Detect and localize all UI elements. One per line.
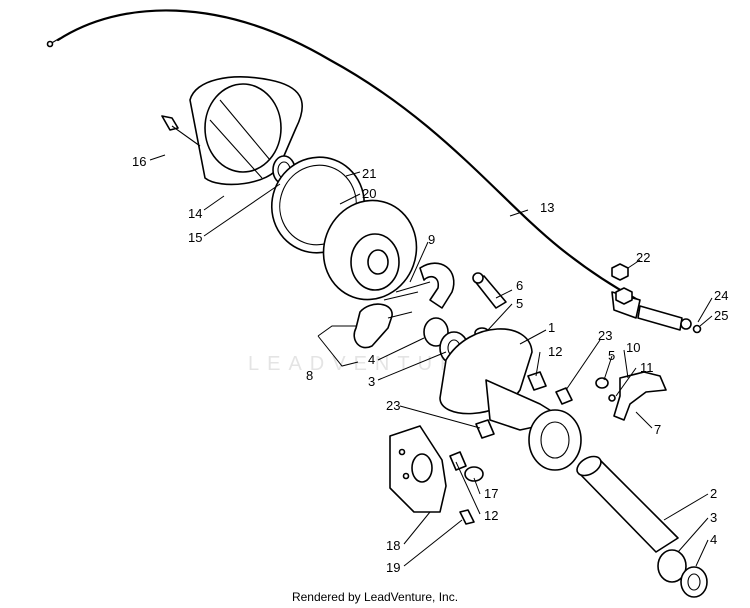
label-9: 9: [428, 232, 435, 247]
label-14: 14: [188, 206, 202, 221]
label-21: 21: [362, 166, 376, 181]
label-4a: 4: [368, 352, 375, 367]
label-3a: 3: [368, 374, 375, 389]
label-3b: 3: [710, 510, 717, 525]
brake-shoe-upper: [383, 262, 455, 309]
brake-shoe-lower: [353, 303, 413, 349]
label-5a: 5: [516, 296, 523, 311]
shoe-group-bracket: [317, 325, 359, 367]
credit-text: Rendered by LeadVenture, Inc.: [291, 590, 459, 604]
brake-cable: [46, 9, 702, 334]
label-19: 19: [386, 560, 400, 575]
label-1: 1: [548, 320, 555, 335]
label-13: 13: [540, 200, 554, 215]
label-25: 25: [714, 308, 728, 323]
label-23b: 23: [386, 398, 400, 413]
label-10: 10: [626, 340, 640, 355]
label-15: 15: [188, 230, 202, 245]
label-11: 11: [640, 360, 654, 375]
label-18: 18: [386, 538, 400, 553]
label-5b: 5: [608, 348, 615, 363]
leader-lines: [149, 154, 713, 567]
part-labels: 16 14 15 21 20 9 13 22 24 25 6 5 1 23 12…: [132, 154, 728, 575]
hub-bolts: [475, 371, 573, 439]
cable-nut: [611, 263, 633, 305]
bolt-washer-lower: [449, 451, 484, 482]
label-12b: 12: [484, 508, 498, 523]
watermark: LEADVENTURE: [248, 353, 484, 375]
label-6: 6: [516, 278, 523, 293]
label-20: 20: [362, 186, 376, 201]
label-23a: 23: [598, 328, 612, 343]
hub-carrier: [439, 328, 582, 471]
bearing-lower: [657, 549, 708, 598]
label-12a: 12: [548, 344, 562, 359]
label-24: 24: [714, 288, 728, 303]
label-4b: 4: [710, 532, 717, 547]
label-22: 22: [636, 250, 650, 265]
label-17: 17: [484, 486, 498, 501]
axle-tube: [576, 455, 679, 553]
brake-guard: [389, 425, 447, 513]
screw-19: [459, 509, 475, 525]
label-2: 2: [710, 486, 717, 501]
label-7: 7: [654, 422, 661, 437]
drum-cover: [189, 76, 303, 186]
label-16: 16: [132, 154, 146, 169]
brake-lever: [595, 371, 667, 421]
brake-drum: [322, 199, 418, 301]
bearing-upper: [423, 317, 469, 365]
label-8: 8: [306, 368, 313, 383]
brake-cam: [472, 272, 507, 309]
bolt-16: [161, 115, 201, 147]
